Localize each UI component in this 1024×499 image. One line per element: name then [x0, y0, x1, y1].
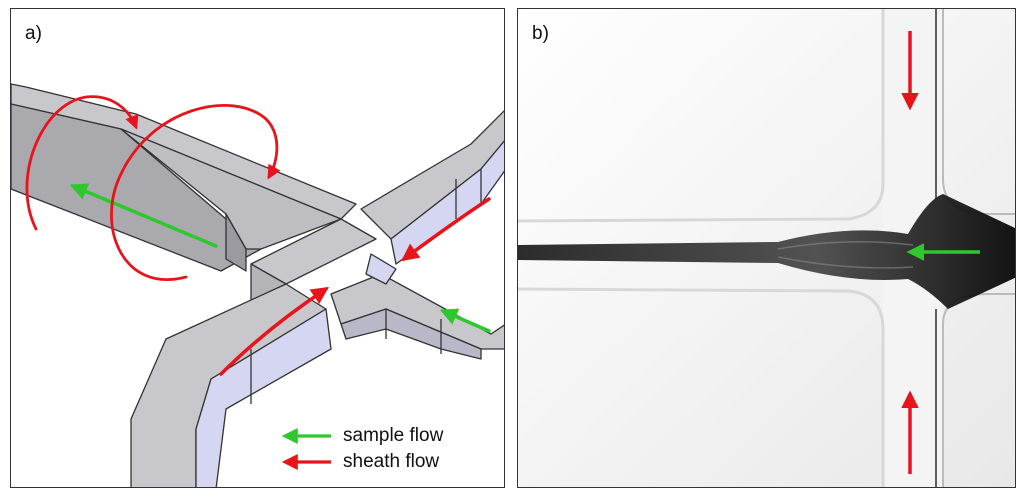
sample-flow-arrow-icon — [281, 428, 331, 444]
channel-schematic — [11, 83, 504, 487]
sheath-flow-arrow-lower — [219, 287, 329, 376]
focused-sample-stream — [518, 194, 1015, 309]
sample-flow-arrow-outlet — [69, 183, 218, 248]
legend-sample-flow: sample flow — [277, 423, 443, 449]
sample-inlet-side — [340, 308, 482, 360]
panel-a-label: a) — [25, 23, 42, 44]
legend: sample flow sheath flow — [277, 423, 443, 475]
lower-sheath-inner — [195, 308, 332, 487]
legend-sheath-flow-label: sheath flow — [343, 451, 440, 472]
panel-b: b) — [517, 8, 1016, 488]
panel-b-label: b) — [532, 23, 549, 44]
sheath-flow-arrow-upper — [401, 197, 491, 262]
microscopy-image — [518, 9, 1015, 487]
sheath-flow-arrow-icon — [281, 454, 331, 470]
legend-sheath-flow: sheath flow — [277, 449, 443, 475]
swirl-arrow-small — [25, 95, 139, 231]
legend-sample-flow-label: sample flow — [343, 425, 444, 446]
outlet-channel-inner — [120, 128, 342, 250]
panel-a: a) sample flow sheath flow — [10, 8, 505, 488]
swirl-arrow-large — [110, 104, 281, 281]
sample-flow-arrow-inlet — [439, 308, 491, 333]
